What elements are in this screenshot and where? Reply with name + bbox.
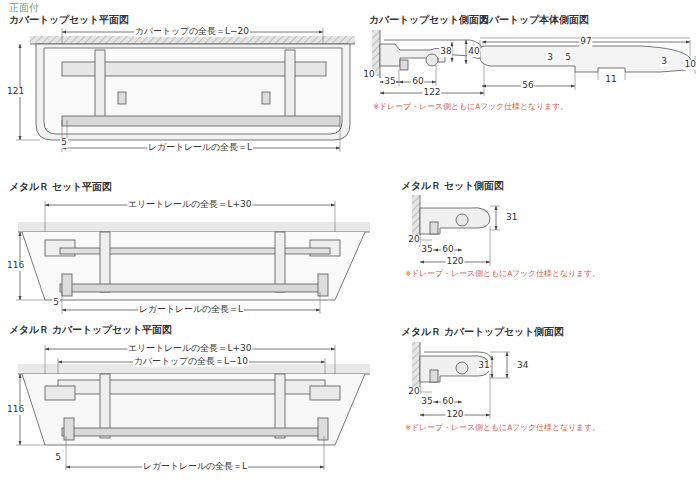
metal-r-cover-side — [412, 342, 510, 419]
cover-top-side — [372, 30, 484, 96]
view-title: カバートップセット側面図 — [368, 15, 490, 25]
view-title: カバートップセット平面図 — [8, 15, 130, 25]
view-title: メタルＲ カバートップセット側面図 — [400, 327, 565, 337]
cover-top-plan — [16, 28, 355, 152]
dimension: 3 — [660, 57, 668, 67]
note: ※ドレープ・レース側ともにAフック仕様となります。 — [404, 270, 601, 278]
dimension: 120 — [445, 410, 464, 420]
dimension: 35 — [420, 397, 433, 407]
dimension: 5 — [54, 453, 62, 463]
dimension: 34 — [516, 361, 529, 371]
dimension: 35 — [383, 77, 396, 87]
cover-body-side — [480, 38, 695, 90]
view-title: メタルＲ セット側面図 — [400, 181, 505, 191]
dimension: カバートップの全長＝L−20 — [134, 27, 250, 37]
dimension: 5 — [564, 53, 572, 63]
dimension: 121 — [6, 87, 25, 97]
metal-r-cover-plan — [16, 345, 370, 470]
dimension: 97 — [579, 37, 592, 47]
note: ※ドレープ・レース側ともにAフック仕様となります。 — [372, 103, 569, 111]
view-title: メタルＲ セット平面図 — [8, 182, 113, 192]
dimension: 10 — [362, 70, 375, 80]
dimension: 11 — [604, 75, 617, 85]
dimension: レガートレールの全長＝L — [138, 305, 244, 315]
dimension: 56 — [521, 81, 534, 91]
dimension: 10 — [684, 60, 697, 70]
view-title: メタルＲ カバートップセット平面図 — [8, 325, 173, 335]
dimension: レガートレールの全長＝L — [147, 143, 253, 153]
dimension: 3 — [546, 53, 554, 63]
view-title: カバートップ本体側面図 — [478, 15, 590, 25]
dimension: 116 — [6, 405, 25, 415]
dimension: 40 — [467, 47, 480, 57]
metal-r-plan — [16, 201, 370, 314]
dimension: 38 — [439, 47, 452, 57]
dimension: 120 — [445, 257, 464, 267]
page-title: 正面付 — [8, 3, 40, 13]
dimension: 60 — [441, 245, 454, 255]
dimension: レガートレールの全長＝L — [142, 462, 248, 472]
dimension: 31 — [505, 213, 518, 223]
dimension: 5 — [60, 138, 68, 148]
dimension: エリートレールの全長＝L+30 — [127, 344, 252, 354]
dimension: カバートップの全長＝L−10 — [133, 357, 249, 367]
note: ※ドレープ・レース側ともにAフック仕様となります。 — [404, 424, 601, 432]
dimension: 20 — [407, 235, 420, 245]
dimension: 35 — [420, 245, 433, 255]
dimension: 5 — [52, 298, 60, 308]
dimension: 20 — [407, 387, 420, 397]
metal-r-side — [412, 195, 500, 266]
dimension: 31 — [477, 361, 490, 371]
dimension: 60 — [411, 77, 424, 87]
dimension: 122 — [422, 88, 441, 98]
dimension: 116 — [6, 261, 25, 271]
dimension: 60 — [441, 397, 454, 407]
dimension: エリートレールの全長＝L+30 — [127, 200, 252, 210]
